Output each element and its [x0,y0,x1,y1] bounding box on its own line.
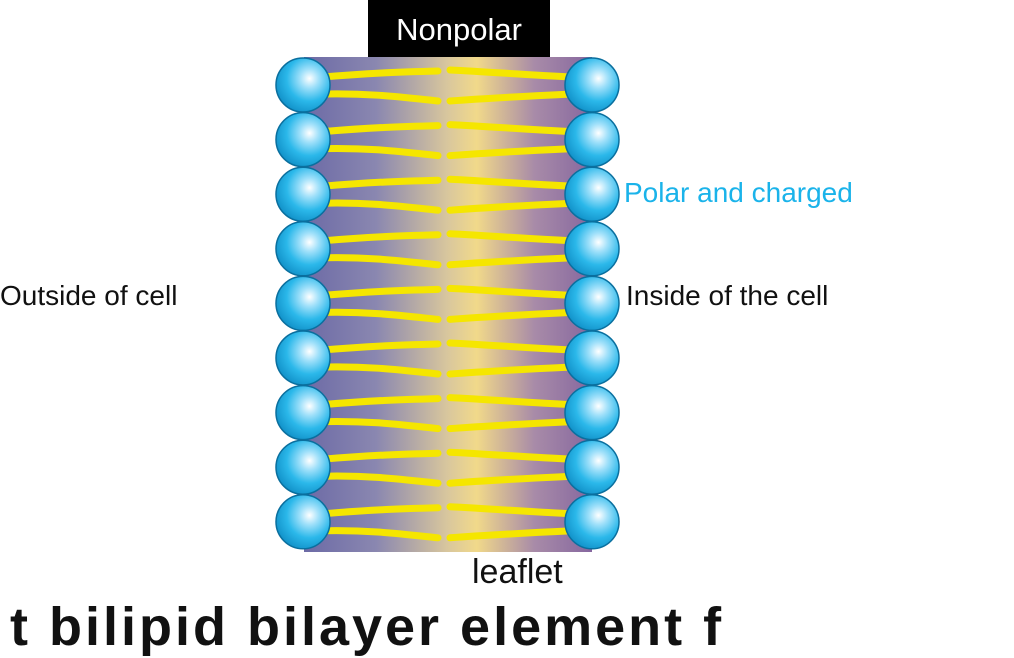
tail [319,363,442,378]
tail [319,417,442,433]
tail [446,175,576,190]
hydrophobic-core [304,57,592,552]
tail [319,122,442,136]
tail [319,144,442,160]
phospholipid-head [275,330,331,386]
phosphate-heads [275,57,620,550]
phospholipid-head [564,330,620,386]
phospholipid-head [275,166,331,222]
phospholipid-head [564,166,620,222]
tail [446,394,576,409]
nonpolar-label: Nonpolar [368,0,550,57]
phospholipid-head [275,439,331,495]
tail [319,199,442,214]
tail [446,199,576,214]
tail [319,449,442,463]
phospholipid-head [275,384,331,441]
tail [446,448,576,463]
fatty-acid-tails [319,66,576,542]
tail [446,527,576,542]
tail [446,284,576,299]
tail [446,308,576,323]
phospholipid-head [564,439,620,495]
tail [319,176,442,190]
tail [446,145,576,160]
tail [319,90,442,105]
tail [319,504,442,518]
phospholipid-head [275,221,331,277]
tail [319,527,442,542]
tail [446,90,576,105]
phospholipid-head [275,57,331,113]
tail [319,231,442,245]
tail [446,363,576,378]
phospholipid-head [564,494,620,550]
phospholipid-head [275,111,331,168]
inside-cell-label: Inside of the cell [626,280,829,311]
tail [446,230,576,245]
phospholipid-head [275,275,331,332]
tail [319,254,442,269]
outside-cell-label: Outside of cell [0,280,178,311]
phospholipid-head [275,494,331,550]
tail [446,254,576,269]
polar-charged-label: Polar and charged [624,177,853,208]
tail [319,67,442,81]
phospholipid-head [564,275,620,332]
tail [446,503,576,518]
tail [446,472,576,487]
tail [446,339,576,354]
tail [446,121,576,136]
tail [319,395,442,409]
lipid-bilayer-diagram [275,57,620,552]
phospholipid-head [564,111,620,168]
phospholipid-head [564,221,620,277]
tail [446,418,576,433]
tail [319,472,442,487]
tail [319,308,442,323]
phospholipid-head [564,57,620,113]
tail [319,340,442,354]
leaflet-label: leaflet [472,553,563,591]
tail [319,285,442,299]
tail [446,66,576,81]
phospholipid-head [564,384,620,441]
cut-off-caption: t bilipid bilayer element f [10,597,725,657]
